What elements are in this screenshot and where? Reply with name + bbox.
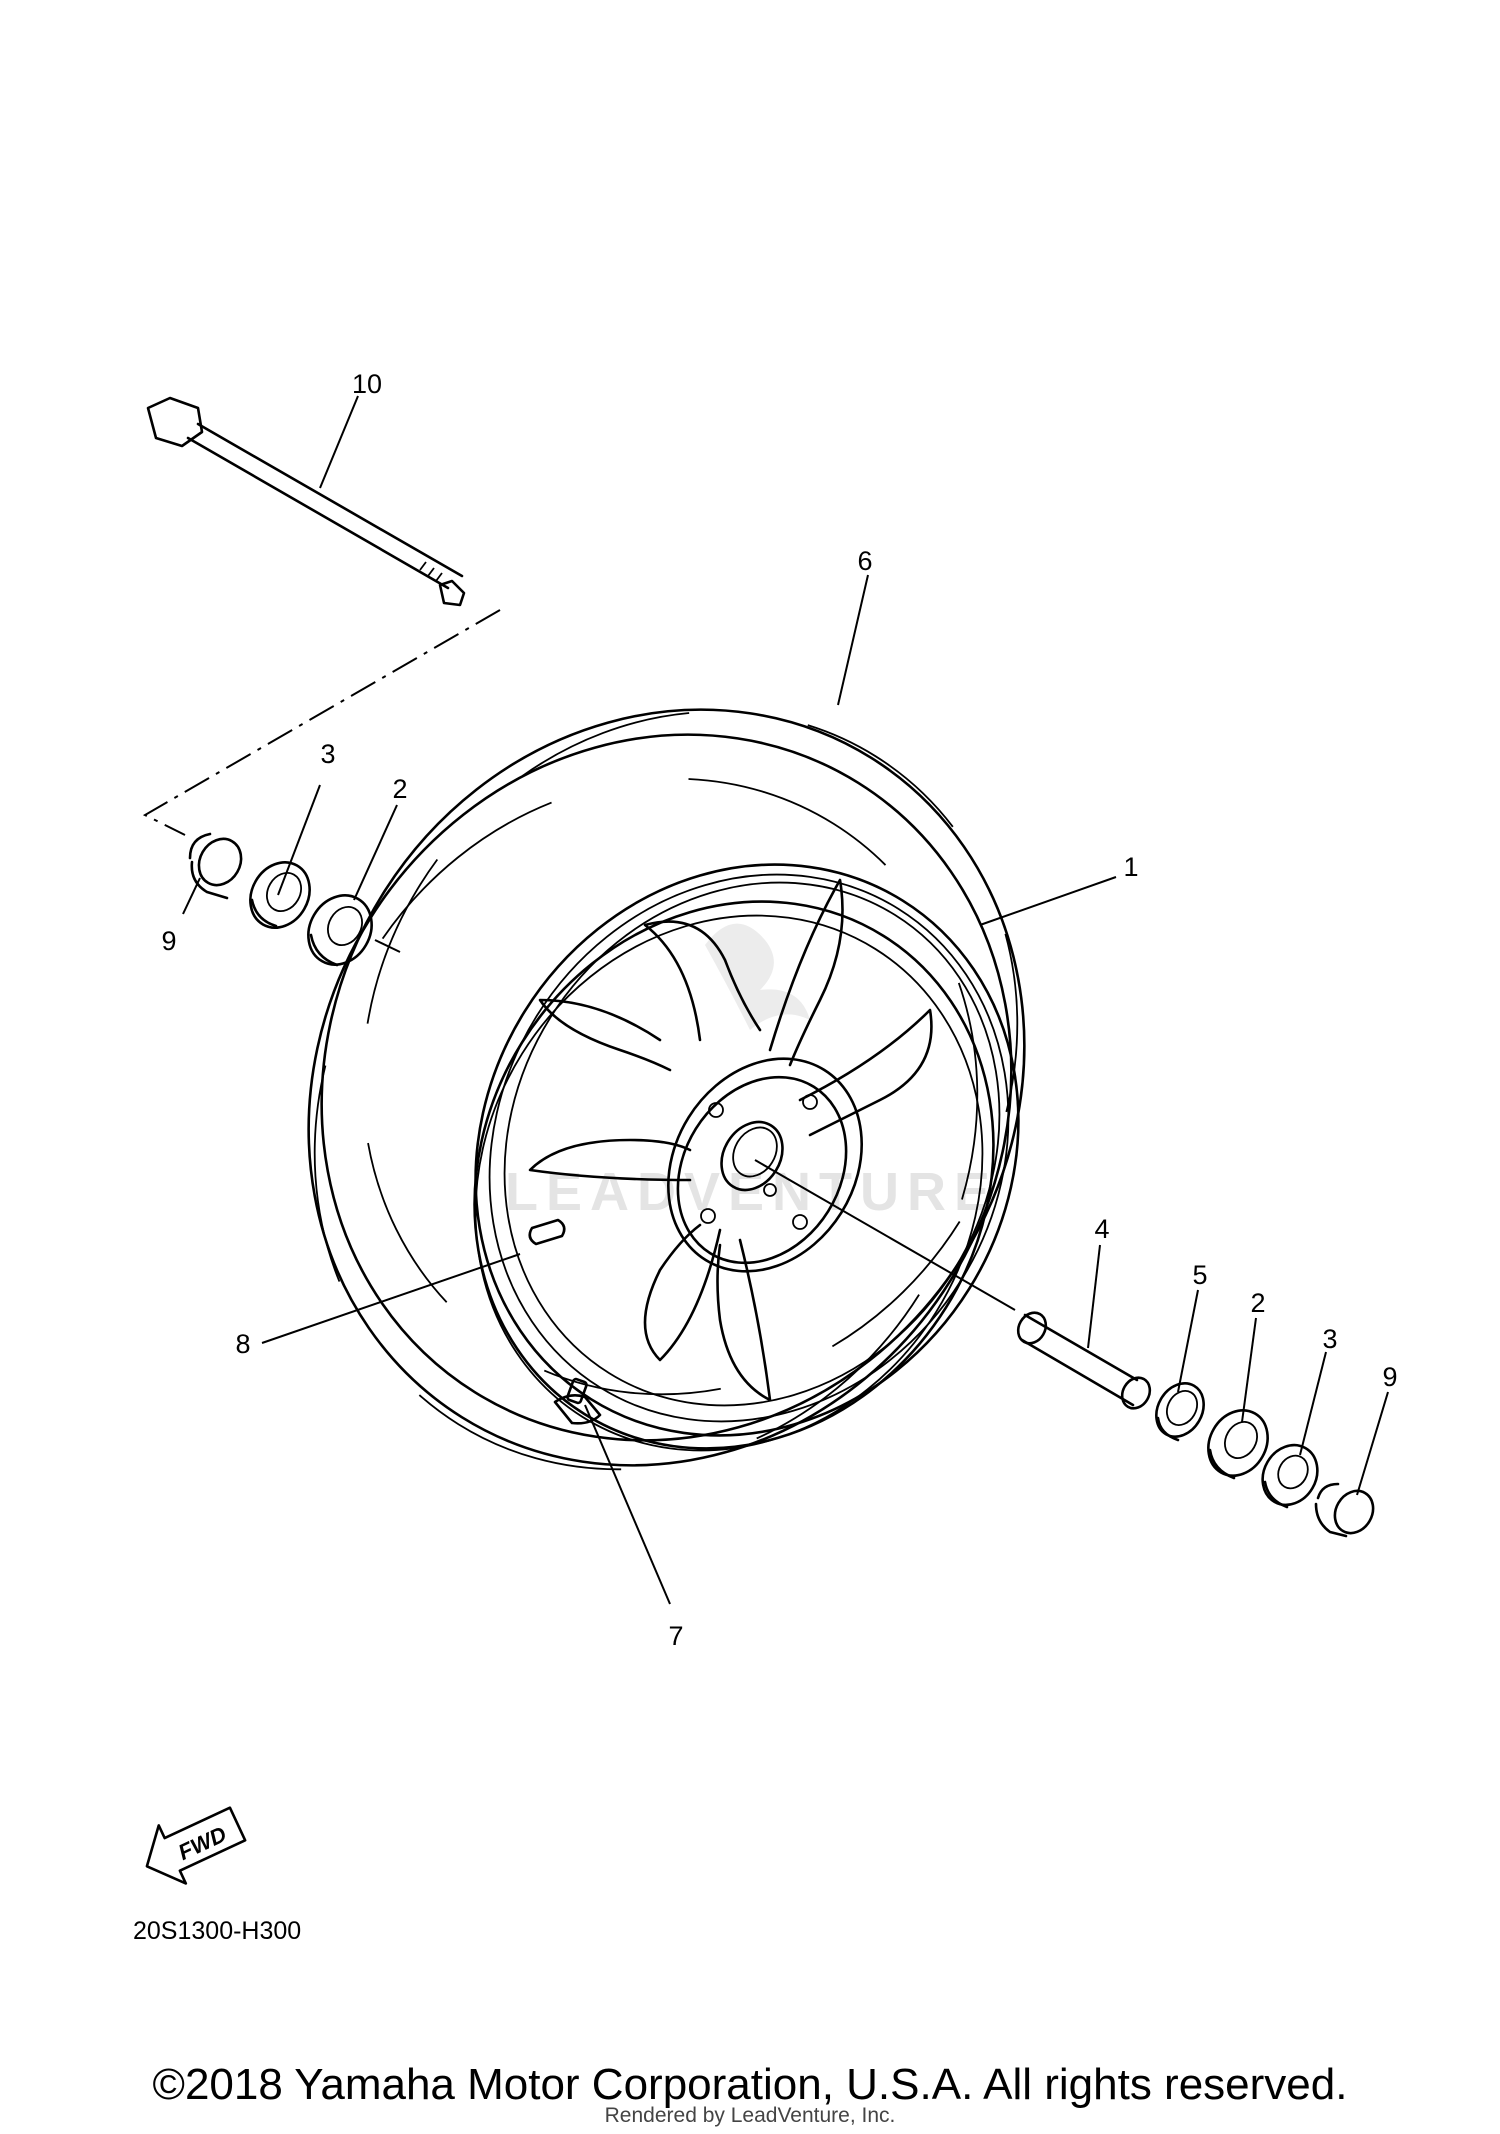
callout-6: 6 — [857, 546, 872, 576]
callout-1: 1 — [1123, 852, 1138, 882]
rim — [473, 863, 1020, 1452]
left-bearing — [307, 894, 373, 967]
callout-2-left: 2 — [392, 774, 407, 804]
callout-9-left: 9 — [161, 926, 176, 956]
callout-3-left: 3 — [320, 739, 335, 769]
callout-labels: 1 2 2 3 3 4 5 6 7 8 9 9 10 — [161, 369, 1397, 1651]
fwd-arrow-icon: FWD — [145, 1806, 247, 1885]
callout-10: 10 — [352, 369, 382, 399]
left-oil-seal — [249, 861, 311, 929]
figure-code: 20S1300-H300 — [133, 1917, 302, 1945]
fwd-label: FWD — [174, 1821, 230, 1865]
right-bearing — [1207, 1409, 1269, 1480]
callout-3-right: 3 — [1322, 1324, 1337, 1354]
right-oil-seal-5 — [1155, 1382, 1205, 1442]
wheel-spokes — [528, 878, 933, 1402]
svg-text:LEADVENTURE: LEADVENTURE — [505, 1162, 998, 1222]
axle-spacer — [1016, 1311, 1152, 1410]
balance-weight — [528, 1218, 566, 1246]
right-oil-seal-3 — [1261, 1443, 1319, 1509]
right-collar — [1314, 1482, 1375, 1538]
callout-2-right: 2 — [1250, 1288, 1265, 1318]
rendered-by-credit: Rendered by LeadVenture, Inc. — [604, 2104, 896, 2127]
callout-4: 4 — [1094, 1214, 1109, 1244]
callout-8: 8 — [235, 1329, 250, 1359]
front-axle — [146, 396, 466, 607]
copyright-notice: ©2018 Yamaha Motor Corporation, U.S.A. A… — [152, 2060, 1348, 2109]
leader-lines — [182, 395, 1389, 1605]
valve-stem — [553, 1377, 602, 1425]
callout-9-right: 9 — [1382, 1362, 1397, 1392]
callout-7: 7 — [668, 1621, 683, 1651]
wheel-hub — [667, 1057, 863, 1273]
axle-centerline — [142, 609, 1016, 1311]
callout-5: 5 — [1192, 1260, 1207, 1290]
left-collar — [188, 832, 243, 900]
